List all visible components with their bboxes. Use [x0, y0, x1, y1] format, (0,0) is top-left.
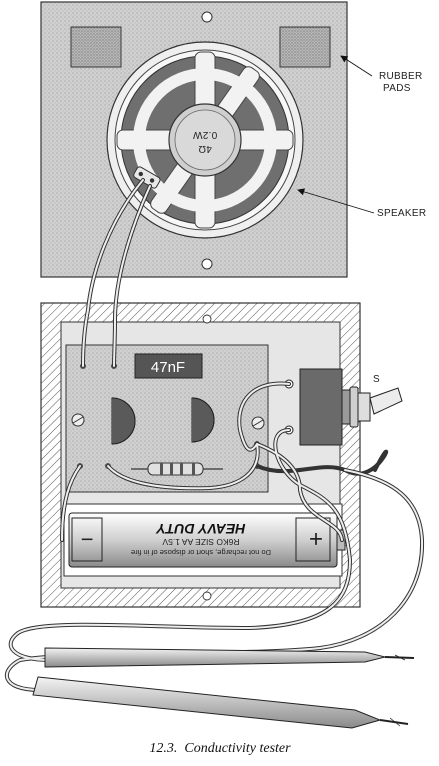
- battery: − + Do not recharge, short or dispose of…: [63, 503, 346, 577]
- screw-left: [71, 413, 85, 427]
- switch-label: S: [373, 374, 380, 385]
- test-probe-lower: [32, 676, 409, 729]
- circuit-board: 47nF: [65, 344, 269, 493]
- rubber-pads-arrow: [340, 55, 373, 77]
- rubber-pads-label-line2: PADS: [383, 83, 411, 94]
- speaker-marking: 4Ω 0.2W: [192, 129, 217, 154]
- rubber-pads-label-line1: RUBBER: [379, 71, 422, 82]
- speaker-impedance: 4Ω: [198, 143, 212, 154]
- battery-size: R6KO SIZE AA 1.5V: [162, 537, 239, 547]
- capacitor: [134, 353, 203, 379]
- test-probe-upper: [44, 647, 415, 668]
- speaker-arrow: [297, 188, 375, 214]
- speaker-terminal: [133, 166, 161, 189]
- battery-minus: −: [81, 527, 94, 552]
- battery-plus: +: [309, 525, 323, 552]
- speaker: 4Ω 0.2W: [106, 41, 304, 239]
- rubber-pad-right: [279, 26, 331, 68]
- speaker-label: SPEAKER: [377, 208, 426, 219]
- screw-right: [251, 416, 265, 430]
- resistor: [131, 462, 223, 476]
- capacitor-label: 47nF: [151, 359, 185, 376]
- figure-caption: 12.3. Conductivity tester: [149, 741, 291, 756]
- battery-brand: HEAVY DUTY: [155, 521, 246, 537]
- speaker-power: 0.2W: [192, 129, 217, 140]
- battery-warning: Do not recharge, short or dispose of in …: [131, 548, 271, 557]
- rubber-pad-left: [70, 26, 122, 68]
- wires: [4, 178, 425, 692]
